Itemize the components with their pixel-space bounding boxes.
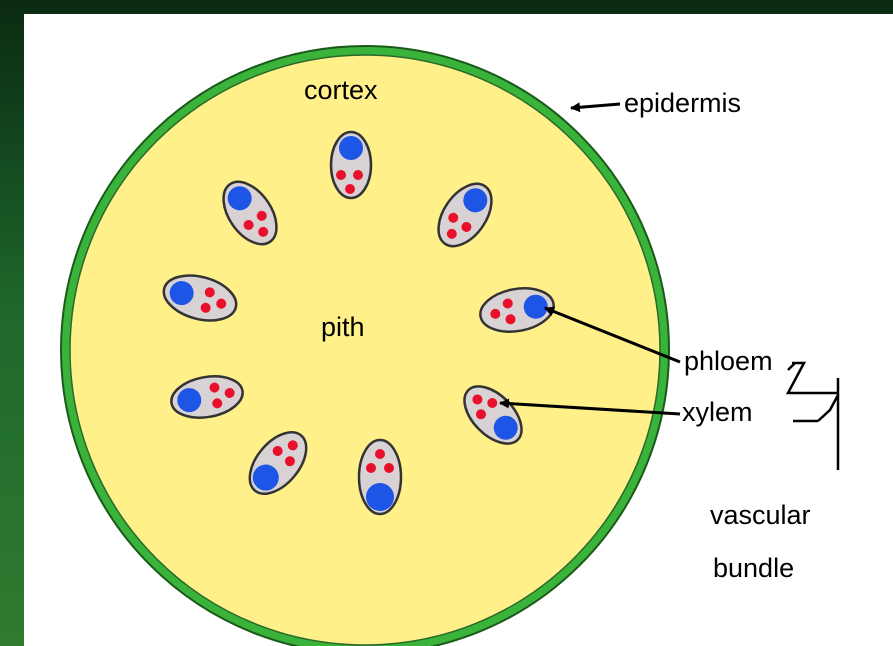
vascular-bundle-label-line2: bundle [713, 553, 794, 583]
vascular-bundle-bracket [788, 363, 838, 470]
phloem-dot [366, 483, 394, 511]
xylem-dot [384, 463, 394, 473]
xylem-dot [336, 170, 346, 180]
xylem-label: xylem [682, 397, 753, 427]
vascular-bundle [331, 132, 371, 198]
cortex-label: cortex [304, 75, 378, 105]
xylem-dot [375, 449, 385, 459]
vascular-bundle-label-line1: vascular [710, 500, 811, 530]
phloem-dot [339, 136, 363, 160]
pith-label: pith [321, 312, 365, 342]
epidermis-label: epidermis [624, 88, 741, 118]
epidermis-arrow [571, 104, 620, 108]
xylem-dot [353, 170, 363, 180]
vascular-bundle [359, 440, 401, 514]
xylem-dot [345, 184, 355, 194]
phloem-leader [788, 363, 795, 370]
phloem-label: phloem [684, 346, 773, 376]
xylem-dot [366, 463, 376, 473]
